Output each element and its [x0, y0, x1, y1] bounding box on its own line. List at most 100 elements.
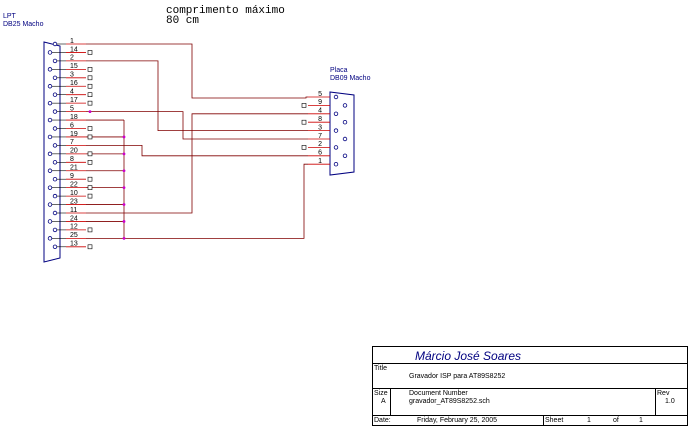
- lpt-pin-contact: [52, 210, 58, 216]
- placa-pin-number: 2: [318, 141, 322, 148]
- date-label: Date:: [374, 417, 391, 424]
- noconnect-terminal: [87, 134, 93, 140]
- lpt-pin-contact: [47, 202, 53, 207]
- lpt-pin-number: 7: [70, 139, 74, 146]
- wires: [86, 43, 308, 250]
- title-block: Márcio José Soares Title Gravador ISP pa…: [372, 346, 688, 426]
- lpt-pin-number: 25: [70, 232, 78, 239]
- lpt-pin-contact: [47, 100, 53, 106]
- noconnect-terminal: [87, 160, 93, 165]
- wire-lpt1-placa5: [86, 43, 308, 99]
- lpt-pin-contact: [52, 75, 58, 80]
- placa-pin-number: 8: [318, 116, 322, 123]
- lpt-pin-contact: [47, 219, 53, 224]
- lpt-pin-number: 16: [70, 80, 78, 87]
- lpt-pin-contact: [47, 117, 53, 123]
- lpt-pin-contact: [47, 185, 53, 190]
- lpt-pin-contact: [52, 92, 58, 97]
- lpt-pin-contact: [47, 236, 53, 241]
- author-name: Márcio José Soares: [415, 349, 522, 363]
- note-line-1: comprimento máximo: [166, 5, 285, 17]
- lpt-name: LPT: [3, 13, 16, 20]
- rev-label: Rev: [657, 390, 670, 397]
- wire-lpt11-placa4: [86, 113, 308, 214]
- lpt-pin-number: 2: [70, 55, 74, 62]
- lpt-pin-number: 9: [70, 173, 74, 180]
- junction-dot: [122, 220, 126, 223]
- lpt-pin-number: 21: [70, 165, 78, 172]
- placa-pin-contact: [333, 94, 339, 100]
- docnum-value: gravador_AT89S8252.sch: [409, 398, 490, 405]
- lpt-pin-contact: [47, 168, 53, 173]
- wire-lpt5-placa7: [86, 111, 308, 140]
- lpt-pin-number: 3: [70, 72, 74, 79]
- lpt-pin-number: 13: [70, 241, 78, 248]
- size-divider: [390, 389, 391, 415]
- noconnect-terminal: [87, 185, 93, 190]
- lpt-connector: 1142153164175186197208219221023112412251…: [43, 38, 86, 263]
- lpt-pin-number: 23: [70, 198, 78, 205]
- rev-divider: [655, 389, 656, 415]
- placa-pin-number: 1: [318, 158, 322, 165]
- noconnect-terminal: [87, 151, 93, 157]
- placa-pin-contact: [333, 145, 339, 150]
- junction-dot: [122, 203, 126, 206]
- lpt-pin-number: 11: [70, 207, 77, 214]
- lpt-pin-contact: [47, 67, 53, 72]
- placa-pin-contact: [342, 136, 348, 142]
- title-block-date-row: Date: Friday, February 25, 2005 Sheet 1 …: [373, 416, 687, 426]
- wire-lpt2-placa3: [86, 60, 308, 132]
- lpt-pin-contact: [52, 41, 58, 47]
- noconnect-terminal: [87, 126, 93, 131]
- note-line-2: 80 cm: [166, 15, 200, 27]
- placa-pin-contact: [342, 119, 348, 125]
- noconnect-terminal: [87, 50, 93, 55]
- lpt-pin-contact: [47, 134, 53, 140]
- lpt-pin-number: 12: [70, 224, 78, 231]
- junction-dot: [122, 236, 126, 240]
- title-block-title-row: Title Gravador ISP para AT89S8252: [373, 364, 687, 389]
- placa-pin-number: 5: [318, 91, 322, 98]
- noconnect-terminal: [301, 145, 307, 150]
- placa-pin-number: 6: [318, 150, 322, 157]
- lpt-pin-number: 5: [70, 105, 74, 112]
- noconnect-terminal: [301, 119, 307, 125]
- lpt-pin-contact: [52, 227, 58, 233]
- lpt-body-outline: [43, 41, 61, 263]
- junction-dot: [122, 169, 126, 173]
- placa-pin-contact: [333, 128, 339, 133]
- title-block-author-row: Márcio José Soares: [373, 347, 687, 364]
- placa-body-outline: [329, 91, 355, 176]
- lpt-pin-number: 17: [70, 97, 78, 104]
- placa-pin-contact: [342, 103, 348, 108]
- lpt-pin-number: 24: [70, 215, 78, 222]
- wire-gnd-placa1: [124, 163, 308, 239]
- lpt-pin-number: 14: [70, 46, 78, 53]
- lpt-pin-contact: [47, 84, 53, 89]
- lpt-pin-number: 4: [70, 89, 74, 96]
- noconnect-terminal: [87, 227, 93, 233]
- noconnect-terminal: [87, 83, 93, 89]
- noconnect-terminal: [87, 75, 93, 81]
- placa-pin-contact: [342, 153, 348, 158]
- placa-pin-number: 4: [318, 108, 322, 115]
- noconnect-terminal: [87, 100, 93, 106]
- size-label: Size: [374, 390, 388, 397]
- lpt-pin-number: 8: [70, 156, 74, 163]
- lpt-pin-contact: [52, 109, 58, 114]
- lpt-pin-contact: [47, 151, 53, 157]
- lpt-pin-number: 10: [70, 190, 78, 197]
- lpt-type: DB25 Macho: [3, 21, 44, 28]
- wire-lpt7-placa6: [86, 144, 308, 157]
- lpt-pin-contact: [47, 50, 53, 55]
- noconnect-terminal: [87, 193, 93, 199]
- lpt-pin-contact: [52, 143, 58, 148]
- lpt-pin-contact: [52, 244, 58, 249]
- size-value: A: [381, 398, 386, 405]
- placa-type: DB09 Macho: [330, 75, 371, 82]
- placa-pin-number: 7: [318, 133, 322, 140]
- lpt-pin-number: 6: [70, 122, 74, 129]
- lpt-pin-number: 19: [70, 131, 78, 138]
